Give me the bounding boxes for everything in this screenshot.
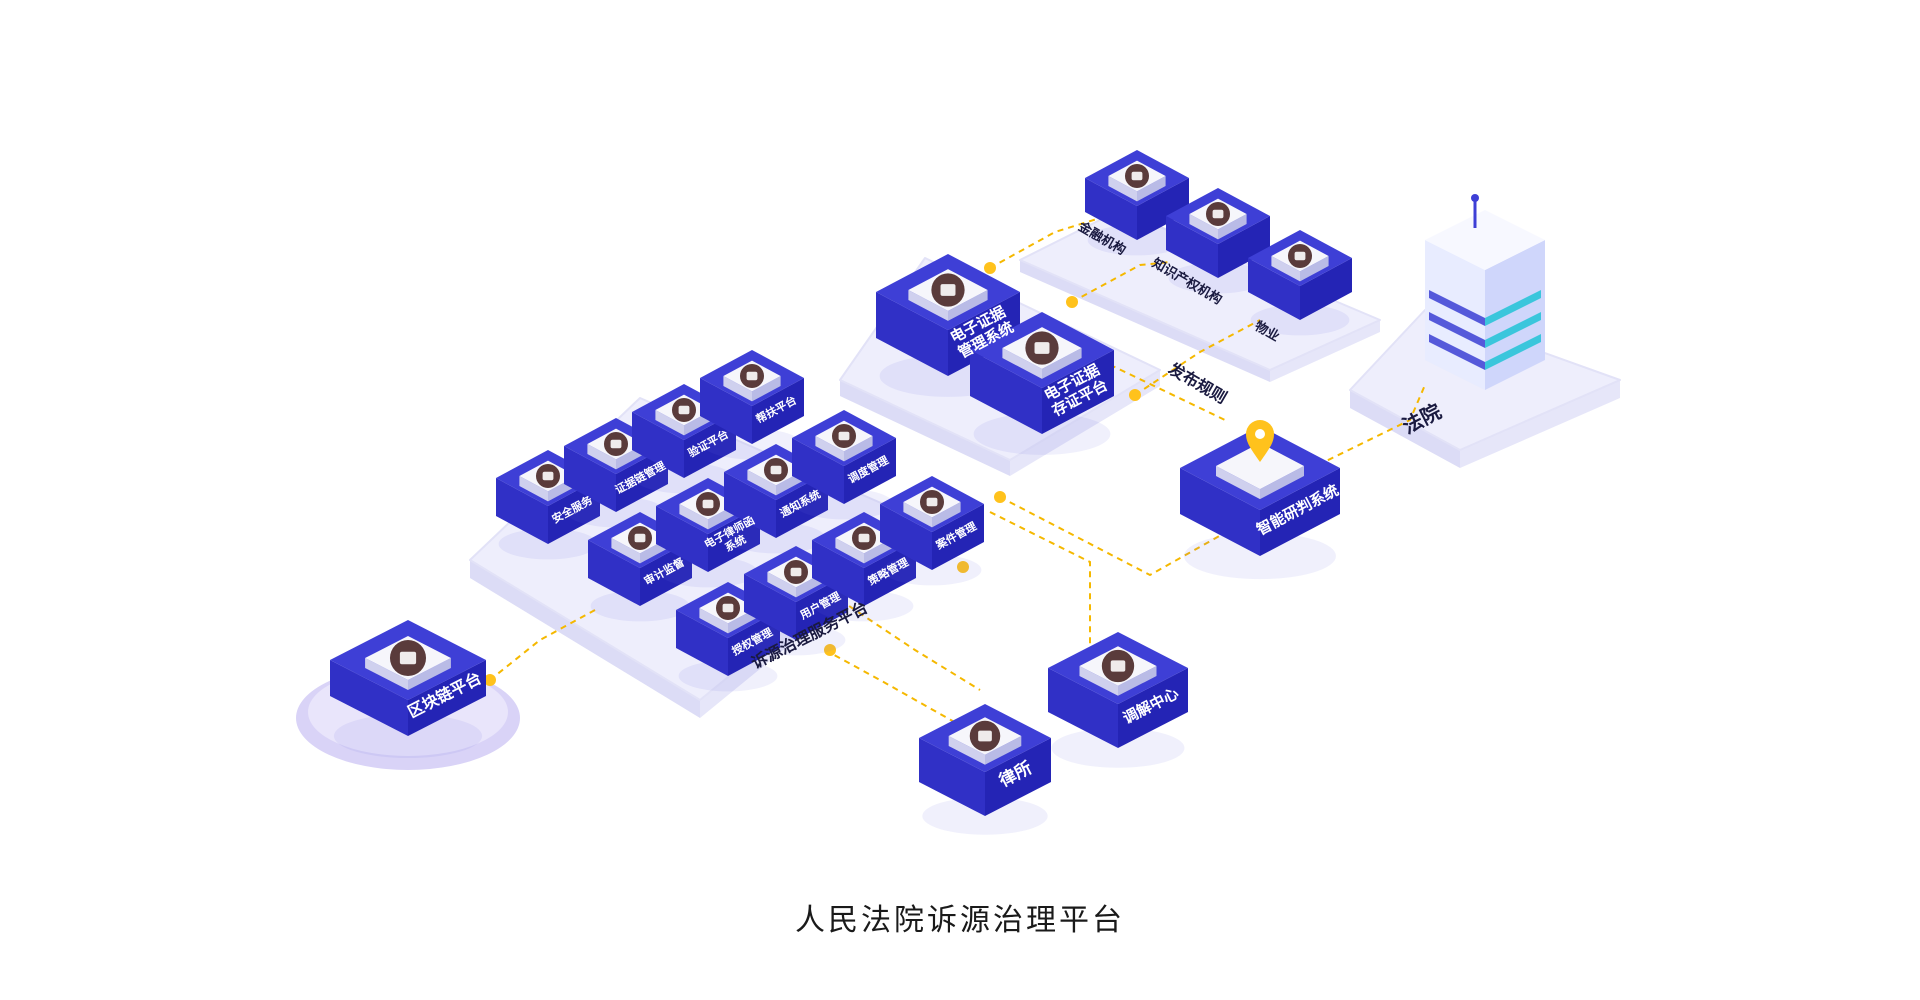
calendar-icon bbox=[831, 423, 857, 449]
grid-icon bbox=[1205, 201, 1231, 227]
block-layer bbox=[330, 150, 1545, 835]
service-module-11[interactable] bbox=[812, 512, 916, 622]
screen-icon bbox=[851, 525, 877, 551]
ip-org-block[interactable] bbox=[1166, 188, 1270, 294]
house-icon bbox=[1025, 331, 1059, 365]
briefcase-icon bbox=[931, 273, 965, 307]
law-firm-block[interactable] bbox=[919, 704, 1051, 835]
smart-judgment-block[interactable] bbox=[1180, 420, 1340, 580]
court-block[interactable] bbox=[1425, 194, 1545, 390]
release-rules-label: 发布规则 bbox=[1164, 359, 1230, 408]
globe-icon bbox=[603, 431, 629, 457]
list-icon bbox=[783, 559, 809, 585]
document-icon bbox=[671, 397, 697, 423]
connector-dot bbox=[984, 262, 996, 274]
person-icon bbox=[1101, 649, 1135, 683]
connector-dot bbox=[1129, 389, 1141, 401]
property-block[interactable] bbox=[1248, 230, 1352, 336]
line-store-property bbox=[1129, 319, 1261, 401]
line-case-judgment bbox=[994, 491, 1231, 577]
book-icon bbox=[627, 525, 653, 551]
service-module-5[interactable] bbox=[588, 512, 692, 622]
settings-sliders-icon bbox=[389, 639, 427, 677]
ext-org-platform-base bbox=[1019, 209, 1381, 382]
connector-dot bbox=[957, 561, 969, 573]
service-module-4[interactable] bbox=[700, 350, 804, 460]
folder-icon bbox=[919, 489, 945, 515]
diagram-caption: 人民法院诉源治理平台 bbox=[795, 903, 1125, 938]
location-pin-icon bbox=[1246, 420, 1274, 462]
tablet-icon bbox=[763, 457, 789, 483]
connector-layer bbox=[484, 217, 1426, 729]
line-service-blockchain bbox=[484, 609, 596, 686]
connector-dot bbox=[994, 491, 1006, 503]
line-case-mediation bbox=[989, 511, 1091, 645]
line-user-lawfirm bbox=[824, 644, 966, 729]
line-platform-lawfirm bbox=[839, 561, 981, 691]
lock-icon bbox=[1287, 243, 1313, 269]
evidence-store-block[interactable] bbox=[970, 312, 1114, 455]
mediation-block[interactable] bbox=[1048, 632, 1188, 768]
table-icon bbox=[715, 595, 741, 621]
package-icon bbox=[695, 491, 721, 517]
line-evidence-finance bbox=[984, 217, 1101, 274]
line-store-judgment bbox=[1099, 359, 1226, 421]
service-module-8[interactable] bbox=[792, 410, 896, 520]
lawyer-icon bbox=[969, 720, 1001, 752]
connector-dot bbox=[1066, 296, 1078, 308]
service-module-9[interactable] bbox=[676, 582, 780, 692]
yuan-icon bbox=[1124, 163, 1150, 189]
building-icon bbox=[535, 463, 561, 489]
phone-icon bbox=[739, 363, 765, 389]
blockchain-block[interactable] bbox=[330, 620, 486, 758]
connector-dot bbox=[824, 644, 836, 656]
finance-block[interactable] bbox=[1085, 150, 1189, 256]
line-evidence-ip bbox=[1066, 261, 1171, 308]
service-module-12[interactable] bbox=[880, 476, 984, 586]
connector-dot bbox=[484, 674, 496, 686]
